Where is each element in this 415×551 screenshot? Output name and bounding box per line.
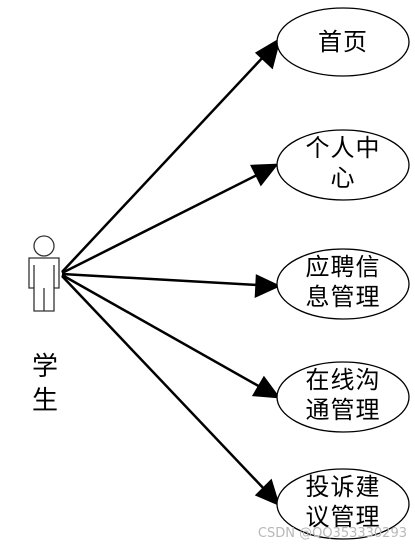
arrowhead-home — [254, 37, 281, 70]
use-case-label-online-communication-management: 在线沟 通管理 — [305, 366, 381, 424]
use-case-job-info-management — [276, 248, 410, 320]
use-case-online-communication-management — [276, 361, 410, 433]
arrow-to-home — [61, 54, 266, 273]
arrowhead-online-communication-management — [251, 375, 281, 399]
arrowhead-complaint-suggestion-management — [254, 478, 280, 507]
use-case-home — [276, 7, 410, 77]
arrow-to-online-communication-management — [61, 273, 263, 390]
arrow-to-complaint-suggestion-management — [61, 275, 267, 492]
use-case-label-job-info-management: 应聘信 息管理 — [305, 253, 381, 311]
use-case-complaint-suggestion-management — [276, 468, 410, 540]
arrow-to-personal-center — [61, 172, 260, 275]
use-case-label-complaint-suggestion-management: 投诉建 议管理 — [305, 473, 381, 531]
use-case-personal-center — [276, 129, 410, 201]
use-case-label-personal-center: 个人中 心 — [305, 134, 381, 192]
arrowhead-personal-center — [250, 163, 279, 187]
watermark: CSDN @QQ353330293 — [257, 526, 407, 541]
arrow-to-job-info-management — [61, 272, 259, 287]
actor-figure — [28, 235, 60, 312]
arrowhead-job-info-management — [254, 274, 281, 298]
actor-label: 学 生 — [31, 352, 58, 416]
use-case-label-home: 首页 — [318, 28, 368, 56]
